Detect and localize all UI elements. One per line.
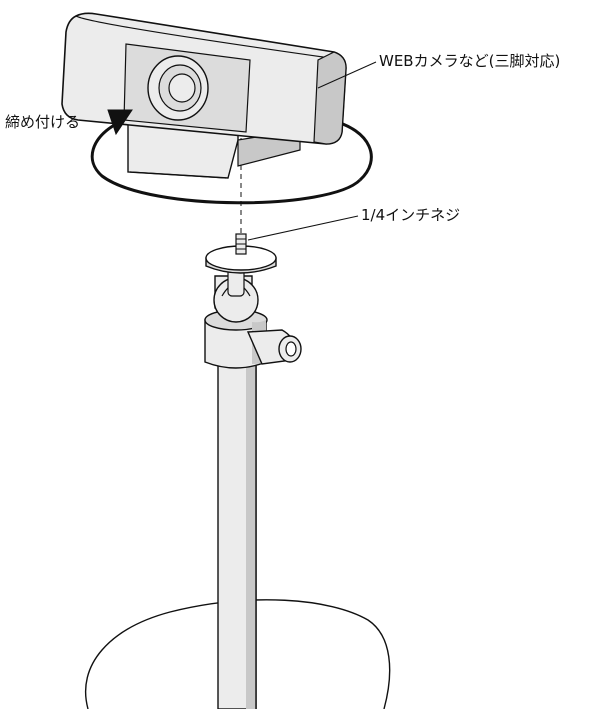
camera-label: WEBカメラなど(三脚対応) (379, 52, 561, 70)
screw-leader-line (247, 215, 359, 241)
tripod-pole (217, 361, 257, 709)
rotation-arrow-front (90, 122, 362, 205)
tighten-label: 締め付ける (5, 113, 81, 131)
camera-leader-line (317, 61, 377, 89)
lens-inner (168, 73, 196, 103)
quarter-inch-screw (235, 233, 247, 255)
webcam (61, 12, 347, 179)
screw-label: 1/4インチネジ (361, 206, 461, 224)
curved-arrow-icon (107, 109, 133, 136)
ball-head (204, 245, 302, 369)
